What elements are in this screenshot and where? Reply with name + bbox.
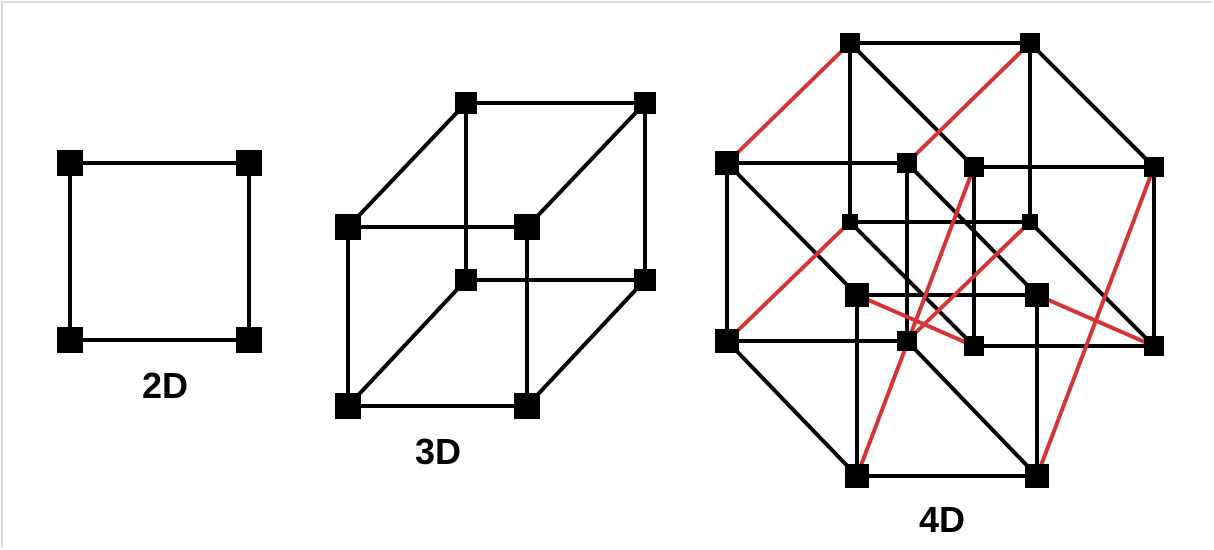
square-vertex (57, 150, 83, 176)
tesseract-vertex (842, 214, 858, 230)
tesseract-vertex (964, 336, 984, 356)
tesseract-edge (848, 220, 976, 348)
label-3d: 3D (415, 431, 461, 472)
cube-vertex (514, 393, 540, 419)
tesseract-edge (848, 41, 976, 169)
tesseract-vertex (964, 157, 984, 177)
tesseract-connecting-edge (905, 220, 1032, 343)
label-2d: 2D (142, 365, 188, 406)
tesseract-edge (1028, 220, 1156, 348)
label-4d: 4D (919, 499, 965, 540)
tesseract-vertex (840, 33, 860, 53)
tesseract-vertex (1144, 336, 1164, 356)
tesseract-vertex (1022, 214, 1038, 230)
cube-edge (525, 278, 647, 408)
tesseract-connecting-edge (1035, 293, 1156, 348)
cube-vertex (455, 92, 477, 114)
tesseract-connecting-edge (725, 41, 852, 165)
tesseract-vertex (845, 464, 869, 488)
cube-vertex (634, 269, 656, 291)
tesseract-connecting-edge (725, 220, 852, 343)
cube-edge (346, 101, 468, 229)
cube-edge (346, 278, 468, 408)
tesseract-vertex (1025, 464, 1049, 488)
tesseract-connecting-edge (855, 293, 976, 348)
tesseract-vertex (1020, 33, 1040, 53)
square-figure (57, 150, 262, 353)
tesseract-edge (1028, 41, 1156, 169)
tesseract-vertex (715, 329, 739, 353)
tesseract-vertex (715, 151, 739, 175)
tesseract-edge (905, 339, 1039, 478)
square-vertex (236, 150, 262, 176)
cube-figure (335, 92, 656, 419)
tesseract-vertex (845, 283, 869, 307)
cube-vertex (634, 92, 656, 114)
tesseract-vertex (897, 153, 917, 173)
square-vertex (236, 327, 262, 353)
tesseract-figure (715, 33, 1164, 488)
cube-vertex (455, 269, 477, 291)
tesseract-vertex (1025, 283, 1049, 307)
tesseract-vertex (1144, 157, 1164, 177)
square-vertex (57, 327, 83, 353)
cube-edge (525, 101, 647, 229)
cube-vertex (335, 393, 361, 419)
cube-vertex (335, 214, 361, 240)
cube-vertex (514, 214, 540, 240)
tesseract-vertex (897, 331, 917, 351)
tesseract-connecting-edge (905, 41, 1032, 165)
tesseract-edge (725, 161, 859, 297)
tesseract-edge (725, 339, 859, 478)
